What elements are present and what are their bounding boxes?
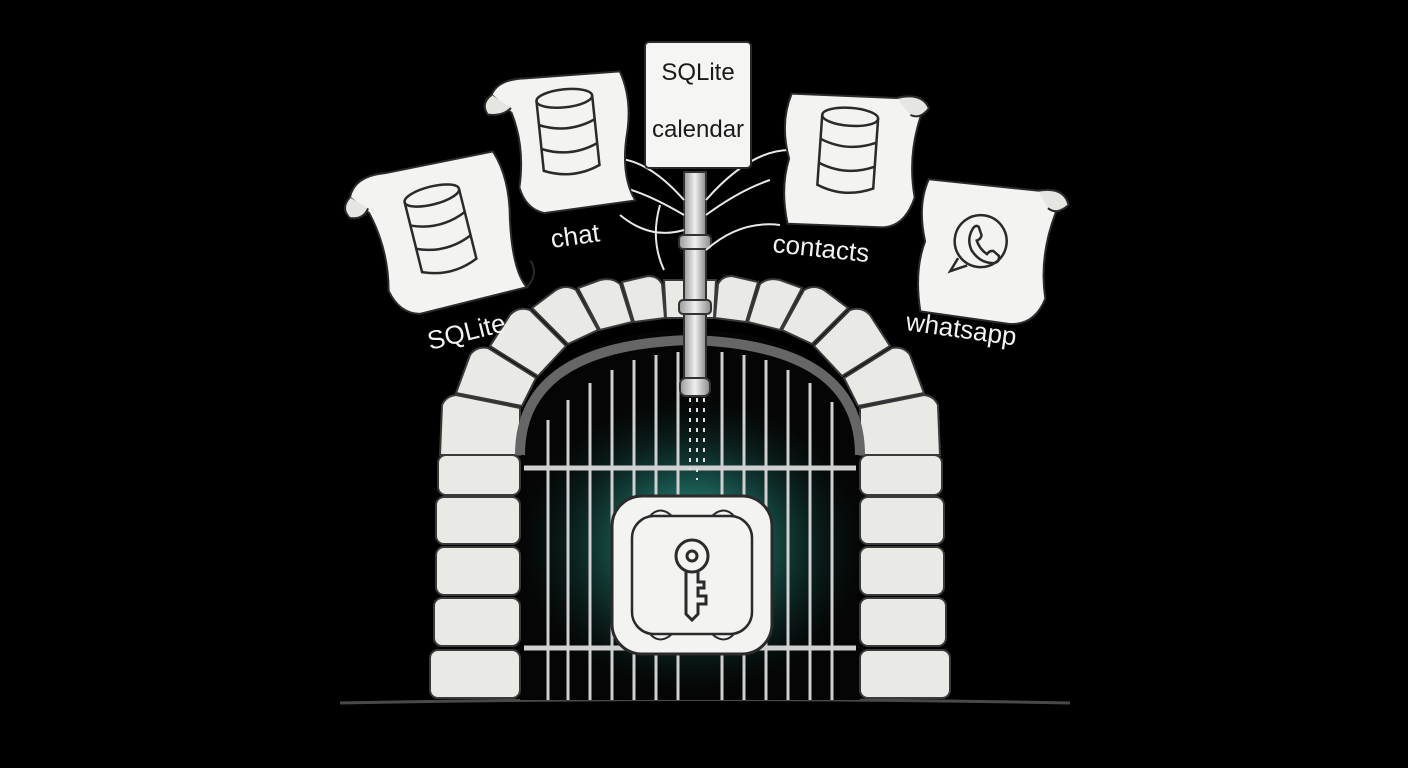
database-icon [535,87,601,176]
scroll-whatsapp [917,178,1070,325]
card-label-calendar: calendar [652,116,744,143]
scroll-sqlite-left [343,150,535,315]
scroll-chat [483,70,638,215]
card-title-sqlite: SQLite [661,59,734,86]
vault-key-badge [610,494,774,656]
card-calendar: SQLite calendar [644,41,752,169]
scroll-contacts [783,92,931,229]
database-icon [403,183,478,275]
ground-line [339,698,1071,705]
data-pipe [678,171,712,480]
scroll-label-contacts: contacts [771,228,870,268]
database-icon [816,106,880,195]
whatsapp-icon [947,213,1008,274]
scroll-label-chat: chat [549,217,603,254]
key-icon [674,538,710,623]
stone-arch [429,274,951,700]
